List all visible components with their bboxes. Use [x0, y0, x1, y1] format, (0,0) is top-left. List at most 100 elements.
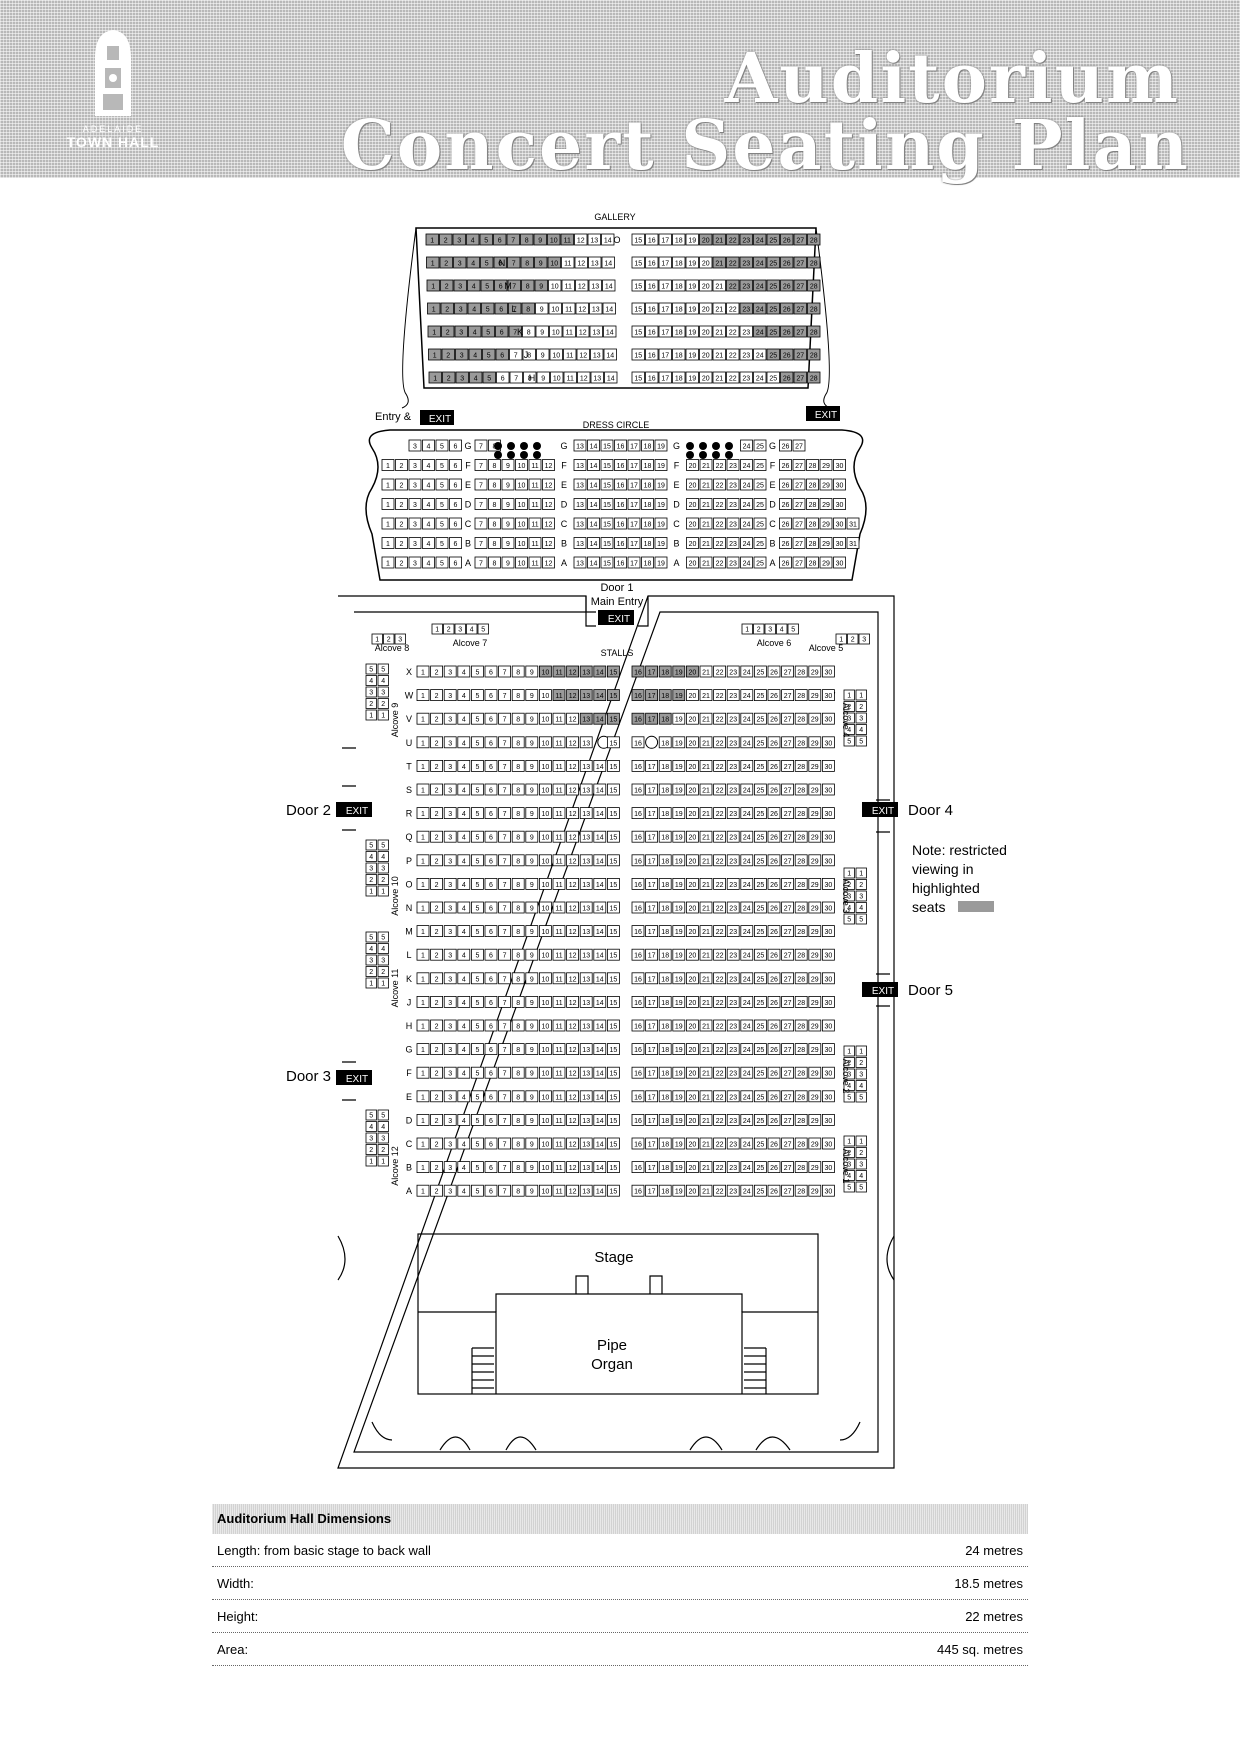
seat-number: 8: [516, 835, 520, 842]
seat: [435, 439, 449, 452]
seat-number: 10: [542, 835, 550, 842]
seat-number: 15: [603, 561, 611, 568]
seat: [794, 736, 808, 749]
seat-number: 25: [757, 693, 765, 700]
seat: [525, 830, 539, 843]
seat-number: 23: [729, 463, 737, 470]
seat-number: 11: [555, 1000, 562, 1007]
row-label: A: [406, 1186, 412, 1196]
seat: [793, 371, 807, 384]
seat-number: 18: [644, 522, 652, 529]
seat-number: 3: [369, 958, 373, 965]
seat: [474, 459, 488, 471]
seat: [579, 901, 593, 914]
seat: [822, 948, 835, 961]
seat-number: 17: [648, 811, 656, 818]
seat-number: 23: [729, 929, 737, 936]
seat: [713, 830, 726, 843]
seat-number: 17: [648, 1118, 656, 1125]
seat: [686, 712, 699, 725]
row-label: K: [406, 974, 412, 984]
seat: [658, 996, 672, 1008]
seat: [542, 517, 555, 530]
seat: [575, 279, 589, 292]
seat: [511, 996, 525, 1008]
seat-number: 6: [489, 1000, 493, 1007]
seat-number: 6: [500, 330, 504, 337]
seat-number: 22: [716, 1047, 724, 1054]
seat: [593, 854, 607, 867]
seat-number: 1: [431, 284, 435, 291]
seat: [808, 996, 822, 1008]
seat-number: 2: [435, 953, 439, 960]
seat: [686, 459, 699, 471]
seat-number: 17: [648, 693, 656, 700]
seat-number: 30: [825, 764, 833, 771]
row-label: A: [465, 558, 471, 568]
seat: [794, 854, 808, 867]
seat: [539, 925, 552, 937]
seat-number: 21: [715, 376, 723, 383]
seat-number: 15: [610, 811, 618, 818]
seat-number: 16: [634, 1189, 642, 1196]
seat-number: 15: [610, 882, 618, 889]
seat-number: 4: [462, 1071, 466, 1078]
seat: [740, 925, 754, 937]
seat-number: 21: [702, 811, 710, 818]
seat: [781, 665, 794, 678]
seat: [641, 556, 654, 569]
seat-number: 19: [657, 561, 665, 568]
seat-number: 25: [756, 463, 764, 470]
seat: [435, 478, 449, 491]
seat-number: 3: [381, 866, 385, 873]
seat: [753, 348, 767, 361]
pillar: [725, 451, 733, 459]
seat-number: 18: [661, 1071, 669, 1078]
seat: [699, 371, 713, 384]
seat: [740, 439, 753, 452]
seat: [713, 459, 726, 471]
seat-number: 6: [489, 1071, 493, 1078]
seat: [515, 478, 528, 491]
seat: [484, 901, 498, 914]
dress-circle-label: DRESS CIRCLE: [583, 420, 650, 430]
seat-number: 17: [648, 717, 656, 724]
alcove-5-label: Alcove 5: [809, 643, 844, 653]
seat: [474, 556, 488, 569]
seat-number: 15: [603, 502, 611, 509]
seat-number: 25: [769, 330, 777, 337]
seat-number: 2: [859, 1150, 863, 1157]
pillar: [533, 451, 541, 459]
seat-number: 4: [462, 788, 466, 795]
seat: [631, 279, 645, 292]
seat-number: 7: [503, 835, 507, 842]
seat-number: 8: [525, 238, 529, 245]
seat-number: 22: [716, 929, 724, 936]
seat: [498, 807, 512, 819]
seat-number: 23: [729, 1142, 737, 1149]
seat: [480, 279, 494, 292]
seat-number: 17: [648, 835, 656, 842]
seat-number: 16: [634, 882, 642, 889]
svg-text:EXIT: EXIT: [815, 410, 837, 421]
seat-number: 2: [400, 541, 404, 548]
seat: [525, 901, 539, 914]
seat: [525, 996, 539, 1008]
seat-number: 9: [530, 1000, 534, 1007]
seat-number: 26: [782, 522, 790, 529]
seat-number: 26: [770, 1118, 778, 1125]
seat: [806, 478, 819, 491]
seat: [779, 459, 792, 471]
seat: [457, 689, 471, 701]
seat-number: 8: [493, 502, 497, 509]
seat-number: 11: [555, 764, 562, 771]
seat: [645, 233, 659, 246]
seat-number: 4: [859, 1083, 863, 1090]
seat: [511, 712, 525, 725]
seat-number: 16: [634, 1024, 642, 1031]
seat-number: 19: [675, 882, 683, 889]
seat: [470, 665, 484, 678]
seat-number: 10: [542, 717, 550, 724]
seat-number: 14: [596, 1142, 604, 1149]
seat-number: 30: [825, 1024, 833, 1031]
